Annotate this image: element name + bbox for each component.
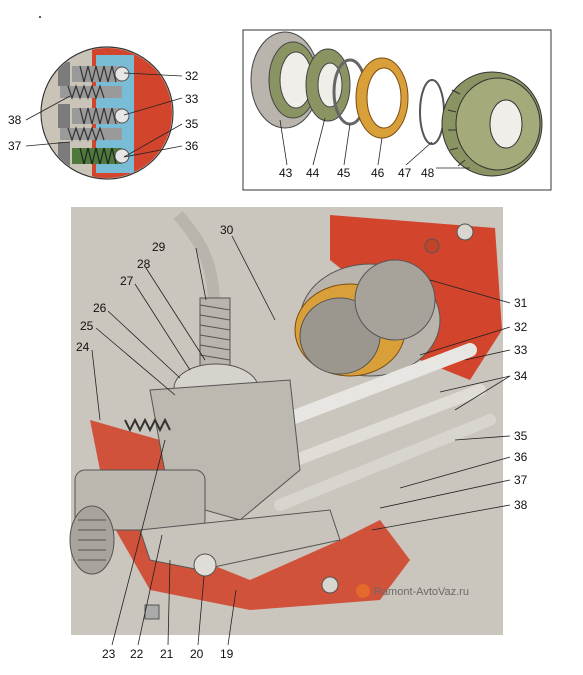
callout-24: 24 xyxy=(76,340,90,354)
callout-27: 27 xyxy=(120,274,134,288)
callout-29: 29 xyxy=(152,240,166,254)
detent-inset-callouts: 32 33 35 36 38 37 xyxy=(8,69,199,153)
callout-28: 28 xyxy=(137,257,151,271)
detent-spring-main xyxy=(124,417,171,433)
output-shaft xyxy=(69,469,206,575)
detent-spring xyxy=(72,65,130,83)
callout-20: 20 xyxy=(190,647,204,661)
callout-36: 36 xyxy=(185,139,199,153)
callout-37: 37 xyxy=(8,139,22,153)
synchronizer-inset xyxy=(242,29,552,191)
watermark: Ramont-AvtoVaz.ru xyxy=(356,584,469,598)
callout-34: 34 xyxy=(514,369,528,383)
gear xyxy=(441,71,543,177)
dot-mark xyxy=(39,16,41,18)
callout-43: 43 xyxy=(279,166,293,180)
detent-spring xyxy=(60,84,122,100)
callout-45: 45 xyxy=(337,166,351,180)
callout-35: 35 xyxy=(185,117,199,131)
callout-36-main: 36 xyxy=(514,450,528,464)
callout-33: 33 xyxy=(185,92,199,106)
pivot-pin xyxy=(193,553,217,577)
callout-35-main: 35 xyxy=(514,429,528,443)
callout-19: 19 xyxy=(220,647,234,661)
detent-spring xyxy=(60,126,122,142)
bolt xyxy=(456,223,474,241)
leader-lines xyxy=(25,72,511,646)
callout-48: 48 xyxy=(421,166,435,180)
callout-26: 26 xyxy=(93,301,107,315)
synchro-hub xyxy=(305,48,351,122)
main-view-callouts: 29 30 28 27 26 25 24 31 32 33 34 35 36 3… xyxy=(76,223,528,661)
rocker-arm xyxy=(139,509,341,571)
detent-inset xyxy=(40,46,174,180)
callout-44: 44 xyxy=(306,166,320,180)
callout-25: 25 xyxy=(80,319,94,333)
bolt xyxy=(144,604,160,620)
gear-cluster xyxy=(294,259,441,377)
shift-rods xyxy=(253,343,496,511)
callout-38: 38 xyxy=(8,113,22,127)
synchro-sleeve xyxy=(250,31,320,129)
bolt xyxy=(424,238,440,254)
callout-23: 23 xyxy=(102,647,116,661)
synchronizer-inset-callouts: 43 44 45 46 47 48 xyxy=(279,166,435,180)
blocking-ring xyxy=(355,57,409,139)
callout-21: 21 xyxy=(160,647,174,661)
detent-spring xyxy=(72,147,130,165)
callout-37-main: 37 xyxy=(514,473,528,487)
callout-32: 32 xyxy=(185,69,199,83)
callout-33-main: 33 xyxy=(514,343,528,357)
main-cutaway xyxy=(69,207,503,635)
callout-31: 31 xyxy=(514,296,528,310)
callout-30: 30 xyxy=(220,223,234,237)
bolt xyxy=(321,576,339,594)
callout-22: 22 xyxy=(130,647,144,661)
detent-spring xyxy=(72,107,130,125)
watermark-text: Ramont-AvtoVaz.ru xyxy=(374,586,469,598)
watermark-logo-icon xyxy=(356,584,370,598)
callout-46: 46 xyxy=(371,166,385,180)
callout-32-main: 32 xyxy=(514,320,528,334)
callout-47: 47 xyxy=(398,166,412,180)
callout-38-main: 38 xyxy=(514,498,528,512)
